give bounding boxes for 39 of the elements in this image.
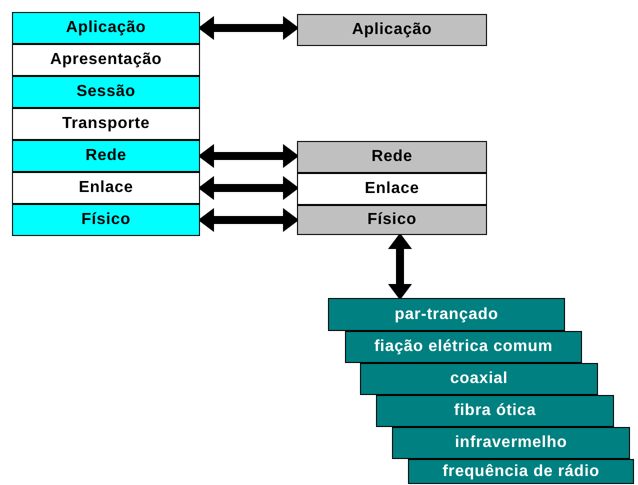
- medium-box: [408, 459, 634, 484]
- double-arrow: [198, 16, 299, 40]
- layer-label: Aplicação: [66, 19, 146, 37]
- layer-label: Sessão: [76, 83, 136, 101]
- layer-label: par-trançado: [394, 306, 498, 324]
- layer-label: Físico: [367, 211, 417, 229]
- layer-box: [12, 140, 200, 172]
- layer-box: [297, 14, 487, 46]
- layer-label: Enlace: [78, 179, 134, 197]
- layer-box: [12, 204, 200, 236]
- layer-box: [12, 44, 200, 76]
- double-arrow: [198, 176, 299, 200]
- layer-label: frequência de rádio: [442, 462, 600, 480]
- layer-label: Físico: [81, 211, 131, 229]
- layer-label: fiação elétrica comum: [374, 338, 553, 356]
- layer-label: Enlace: [364, 180, 420, 198]
- layer-box: [297, 173, 487, 205]
- double-arrow: [388, 233, 412, 300]
- layer-label: Transporte: [62, 115, 150, 133]
- layer-box: [12, 12, 200, 44]
- medium-box: [392, 427, 630, 459]
- layer-label: coaxial: [450, 370, 508, 388]
- medium-box: [328, 298, 565, 331]
- double-arrow: [198, 208, 299, 232]
- layer-box: [12, 108, 200, 140]
- layer-label: infravermelho: [454, 434, 568, 452]
- double-arrow: [198, 144, 299, 168]
- layer-box: [12, 76, 200, 108]
- layer-label: Apresentação: [50, 51, 162, 69]
- layer-box: [297, 205, 487, 235]
- medium-box: [345, 331, 582, 363]
- layer-box: [12, 172, 200, 204]
- medium-box: [360, 363, 598, 395]
- layer-box: [297, 141, 487, 173]
- layer-label: fibra ótica: [454, 402, 536, 420]
- layer-label: Rede: [85, 147, 127, 165]
- medium-box: [376, 395, 614, 427]
- layer-label: Rede: [371, 148, 413, 166]
- layer-label: Aplicação: [352, 21, 432, 39]
